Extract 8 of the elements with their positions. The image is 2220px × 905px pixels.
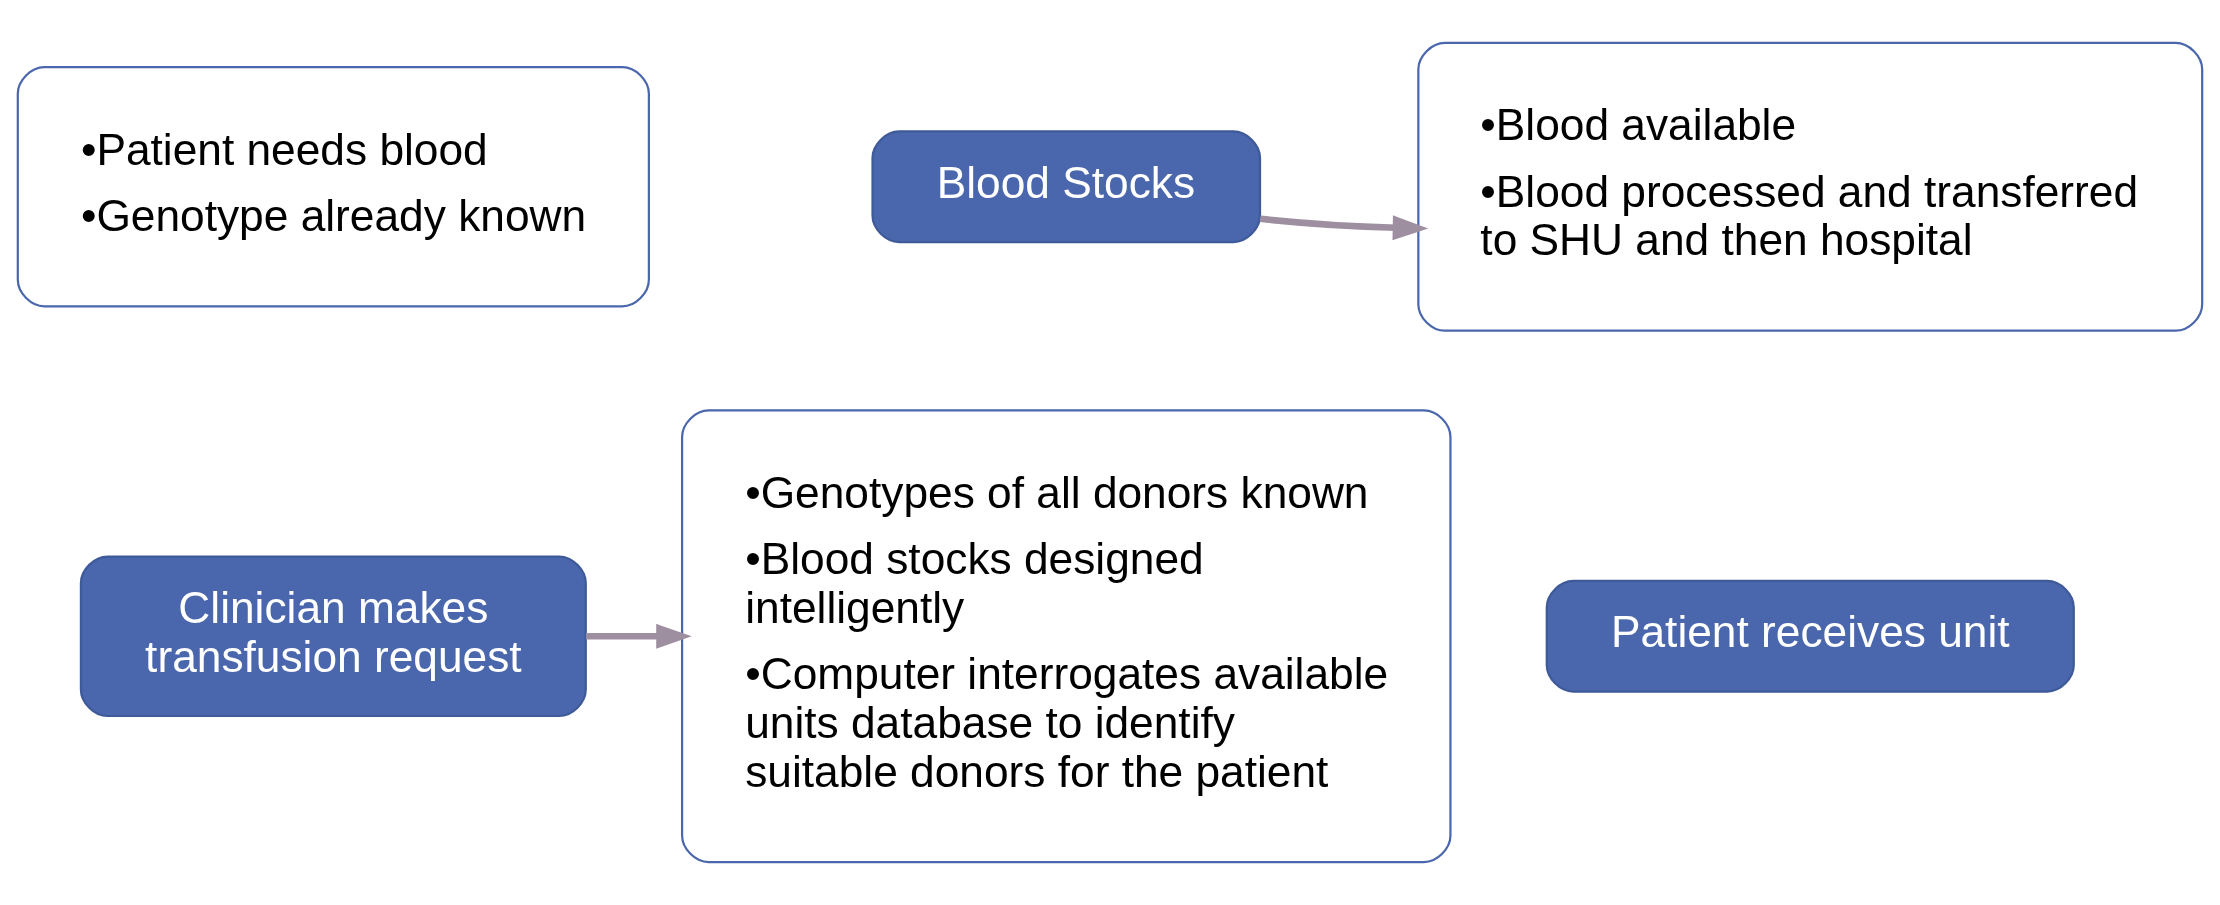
node-box: •Patient needs blood •Genotype already known xyxy=(16,66,650,308)
arrow xyxy=(1259,215,1429,241)
node-box: •Blood available •Blood processed and transferred to SHU and then hospital xyxy=(1417,41,2204,332)
arrow xyxy=(586,623,692,649)
node-box: Patient receives unit xyxy=(1545,579,2075,693)
node-box: •Genotypes of all donors known •Blood stocks designed intelligently •Computer interrogates available units database to identify suitable donors for the patient xyxy=(681,409,1452,864)
node-box: Clinician makes transfusion request xyxy=(79,555,587,718)
node-box: Blood Stocks xyxy=(871,130,1262,244)
